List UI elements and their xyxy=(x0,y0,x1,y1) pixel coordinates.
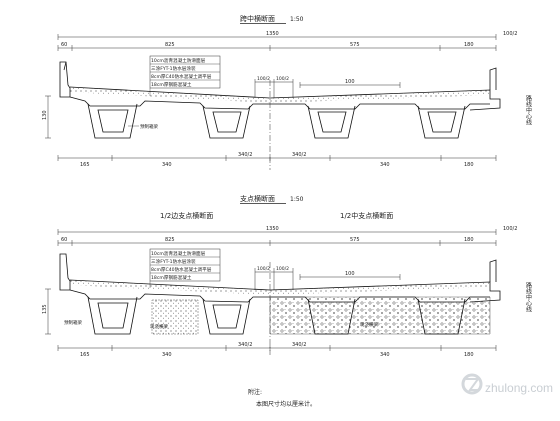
section1-overall-value: 1350 xyxy=(266,31,279,37)
s1-center-dim-0: 100/2 xyxy=(257,76,270,82)
section2-subtitle-left: 1/2边支点横断面 xyxy=(160,211,213,220)
section1-scale: 1:50 xyxy=(290,16,304,23)
s2-cast-beam-left xyxy=(151,299,199,335)
s1-height-dim-line xyxy=(45,95,51,139)
s1-bdim-1: 340 xyxy=(162,162,172,168)
section2-bottom-dims xyxy=(57,345,497,351)
svg-text:路线中心线: 路线中心线 xyxy=(525,281,532,312)
s2-height: 135 xyxy=(42,304,48,314)
s2-inner-dim: 100 xyxy=(345,271,355,277)
s2-inner-dim-line xyxy=(299,274,401,280)
s1-dim-3: 180 xyxy=(464,42,474,48)
s2-bdim-1: 340 xyxy=(162,352,172,358)
section-support: 支点横断面 1:50 1/2边支点横断面 1/2中支点横断面 1350 100/… xyxy=(42,194,532,358)
section2-overall-value: 1350 xyxy=(266,226,279,232)
s1-centerline-label: 路线中心线 xyxy=(525,94,532,125)
section2-box-girders-left xyxy=(87,296,251,335)
s1-height: 130 xyxy=(42,110,48,120)
s1-label-left: 预制箱梁 xyxy=(140,123,158,130)
section1-right-edge: 100/2 xyxy=(503,31,517,37)
section1-overall-dim xyxy=(57,34,497,40)
s1-layer-1: 三涂FYT-1防水层涂装 xyxy=(151,65,196,72)
s2-layer-0: 10cm沥青混凝土防滑面层 xyxy=(151,250,206,257)
section1-bottom-dims xyxy=(57,155,497,161)
s1-layer-0: 10cm沥青混凝土防滑面层 xyxy=(151,57,206,64)
s1-inner-dim-line xyxy=(299,82,401,88)
section1-title: 跨中横断面 xyxy=(240,14,275,23)
s1-bdim-3: 340/2 xyxy=(292,152,306,158)
s1-center-dim-1: 100/2 xyxy=(276,76,289,82)
watermark-logo-icon xyxy=(461,373,483,395)
section2-box-girders-right xyxy=(269,296,491,335)
s2-layer-3: 18cm厚钢筋混凝土 xyxy=(151,274,192,281)
s2-dim-1: 825 xyxy=(165,237,175,243)
s2-dim-0: 60 xyxy=(61,237,67,243)
section2-pavement xyxy=(70,280,490,295)
section2-title: 支点横断面 xyxy=(240,194,275,203)
section2-right-edge: 100/2 xyxy=(503,226,517,232)
s1-dim-1: 825 xyxy=(165,42,175,48)
section1-top-dims xyxy=(57,45,497,51)
section1-box-girders xyxy=(87,103,466,139)
s1-dim-0: 60 xyxy=(61,42,67,48)
s2-bdim-2: 340/2 xyxy=(238,342,252,348)
s2-bdim-4: 340 xyxy=(380,352,390,358)
s2-center-dim-lines xyxy=(254,268,294,290)
s2-label-right: 现浇横梁 xyxy=(360,321,378,328)
s1-bdim-0: 165 xyxy=(80,162,90,168)
svg-text:路线中心线: 路线中心线 xyxy=(525,94,532,125)
s1-bdim-2: 340/2 xyxy=(238,152,252,158)
section2-top-dims xyxy=(57,240,497,246)
s2-dim-3: 180 xyxy=(464,237,474,243)
s2-center-dim-1: 100/2 xyxy=(276,266,289,272)
section2-scale: 1:50 xyxy=(290,196,304,203)
s2-layer-2: 8cm厚C40防水混凝土调平层 xyxy=(151,266,212,273)
section1-pavement xyxy=(70,87,490,103)
s2-bdim-0: 165 xyxy=(80,352,90,358)
s1-dim-2: 575 xyxy=(350,42,360,48)
s1-inner-dim: 100 xyxy=(345,79,355,85)
s1-bdim-4: 340 xyxy=(380,162,390,168)
notes-line1: 本图尺寸均以厘米计。 xyxy=(256,400,316,408)
s2-label-left1: 预制箱梁 xyxy=(64,319,82,326)
s2-label-left2: 现浇横梁 xyxy=(150,323,168,330)
section1-deck xyxy=(59,61,501,111)
section1-layer-callout xyxy=(149,55,221,96)
s1-layer-2: 8cm厚C40防水混凝土调平层 xyxy=(151,73,212,80)
s2-bdim-3: 340/2 xyxy=(292,342,306,348)
s1-center-dim-lines xyxy=(254,79,294,98)
s2-height-dim-line xyxy=(45,288,51,335)
s1-layer-3: 18cm厚钢筋混凝土 xyxy=(151,81,192,88)
s2-center-dim-0: 100/2 xyxy=(257,266,270,272)
section2-deck xyxy=(59,253,501,303)
section2-subtitle-right: 1/2中支点横断面 xyxy=(340,211,393,220)
s2-layer-1: 三涂FYT-1防水层涂装 xyxy=(151,258,196,265)
s2-bdim-5: 180 xyxy=(464,352,474,358)
section-midspan: 跨中横断面 1:50 1350 100/2 60 825 575 180 1 xyxy=(42,14,532,170)
notes-title: 附注: xyxy=(248,388,262,396)
watermark-text: zhulong.com xyxy=(485,381,553,395)
section2-overall-dim xyxy=(57,229,497,235)
s2-dim-2: 575 xyxy=(350,237,360,243)
s2-centerline-label: 路线中心线 xyxy=(525,281,532,312)
s1-bdim-5: 180 xyxy=(464,162,474,168)
